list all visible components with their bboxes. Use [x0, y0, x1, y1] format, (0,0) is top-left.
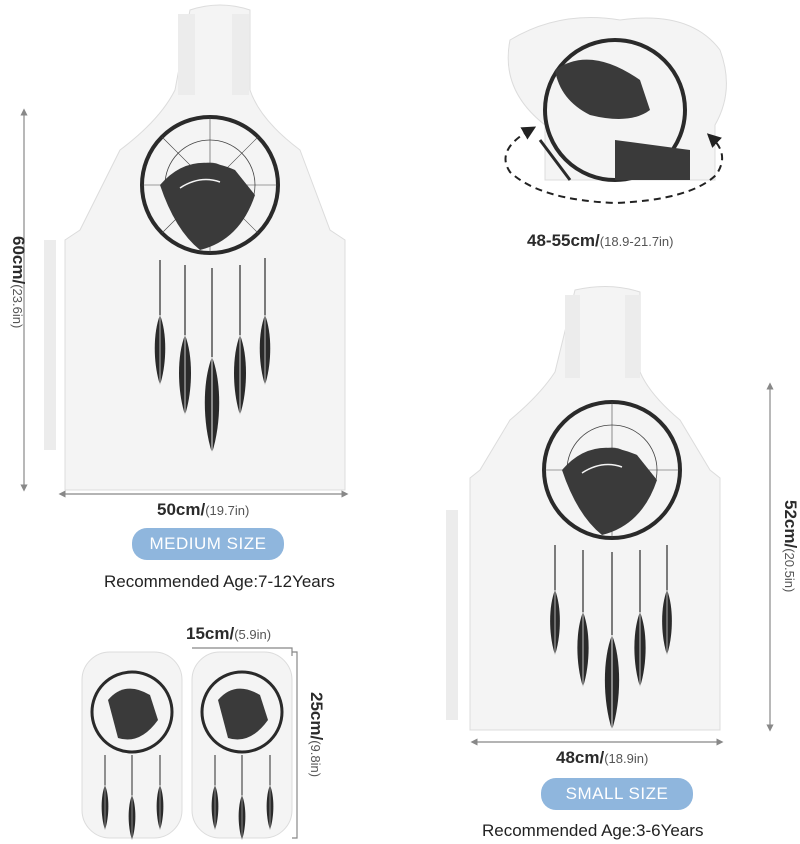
sleeve-left [81, 651, 183, 840]
sleeve-height-label: 25cm/(9.8in) [306, 692, 326, 777]
hat-circumference-label: 48-55cm/(18.9-21.7in) [527, 231, 674, 251]
medium-apron [44, 4, 346, 491]
medium-width-label: 50cm/(19.7in) [157, 500, 249, 520]
medium-size-badge: MEDIUM SIZE [132, 528, 284, 560]
sleeve-width-label: 15cm/(5.9in) [186, 624, 271, 644]
small-apron [446, 285, 721, 731]
medium-width-sub: (19.7in) [205, 503, 250, 518]
small-height-label: 52cm/(20.5in) [780, 500, 800, 592]
small-width-label: 48cm/(18.9in) [556, 748, 648, 768]
small-width-main: 48cm/ [556, 748, 605, 767]
small-size-badge: SMALL SIZE [541, 778, 693, 810]
sleeve-right [191, 651, 293, 840]
medium-height-main: 60cm/ [9, 236, 28, 285]
medium-height-sub: (23.6in) [10, 284, 25, 329]
sleeve-width-main: 15cm/ [186, 624, 235, 643]
medium-height-label: 60cm/(23.6in) [8, 236, 28, 328]
chef-hat [507, 17, 727, 182]
small-width-sub: (18.9in) [604, 751, 649, 766]
dreamcatcher-medium [140, 115, 280, 454]
hat-circumference-main: 48-55cm/ [527, 231, 600, 250]
small-height-sub: (20.5in) [782, 548, 797, 593]
sleeve-height-sub: (9.8in) [308, 740, 323, 778]
hat-circumference-sub: (18.9-21.7in) [599, 234, 674, 249]
small-height-main: 52cm/ [781, 500, 800, 549]
sleeve-height-main: 25cm/ [307, 692, 326, 741]
sleeve-width-sub: (5.9in) [234, 627, 272, 642]
medium-age-label: Recommended Age:7-12Years [104, 572, 335, 591]
medium-width-main: 50cm/ [157, 500, 206, 519]
dreamcatcher-small [542, 400, 682, 730]
small-age-label: Recommended Age:3-6Years [482, 821, 704, 840]
